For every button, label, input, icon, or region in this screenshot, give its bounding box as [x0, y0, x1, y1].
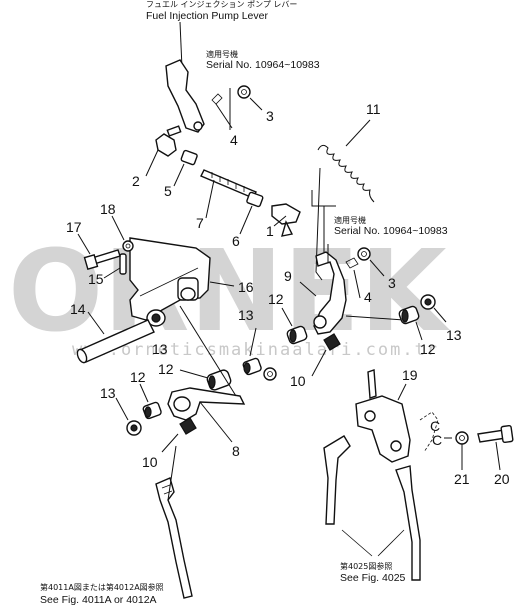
- callout-20: 20: [494, 471, 510, 487]
- right-bottom-assembly: [323, 369, 514, 581]
- callout-13-mid: 13: [238, 307, 254, 323]
- part-15-pin: [119, 253, 127, 275]
- callout-21: 21: [454, 471, 470, 487]
- callout-12-lower: 12: [158, 361, 174, 377]
- callout-10-right: 10: [290, 373, 306, 389]
- part-10-grease-fitting-lower: [179, 417, 197, 435]
- callout-4-top: 4: [230, 132, 238, 148]
- callout-1: 1: [266, 223, 274, 239]
- callout-12-right: 12: [420, 341, 436, 357]
- fuel-injection-pump-lever-group: [165, 21, 263, 133]
- callout-2: 2: [132, 173, 140, 189]
- callout-12-mid: 12: [268, 291, 284, 307]
- part-6-nut: [246, 191, 264, 208]
- callout-4-right: 4: [364, 289, 372, 305]
- callout-8: 8: [232, 443, 240, 459]
- part-7-rod: [200, 169, 257, 199]
- watermark-url: www.orneticsmakinaalari.com.tr: [72, 340, 439, 360]
- callout-19: 19: [402, 367, 418, 383]
- note-serial2-jp: 適用号機: [334, 215, 366, 225]
- callout-14: 14: [70, 301, 86, 317]
- callout-15: 15: [88, 271, 104, 287]
- watermark-brand: ORNEK: [8, 227, 451, 357]
- part-hex-nut: [263, 367, 277, 381]
- callout-11: 11: [366, 101, 381, 117]
- callout-7: 7: [196, 215, 204, 231]
- callout-9: 9: [284, 268, 292, 284]
- part-18-washer: [122, 240, 134, 252]
- right-linkage: [299, 167, 405, 377]
- part-3-nut-top: [237, 85, 251, 99]
- callout-17: 17: [66, 219, 82, 235]
- lower-lever-assembly: [115, 305, 277, 599]
- bracket-assembly: [76, 215, 235, 364]
- callout-5: 5: [164, 183, 172, 199]
- cable-lower-right-b: [395, 465, 421, 581]
- part-9-lever: [313, 251, 347, 335]
- part-4-washer-right: [345, 257, 359, 269]
- note-top-en: Fuel Injection Pump Lever: [146, 10, 268, 22]
- callouts: 3 4 11 2 5 7 6 1 17 18 15 16 9 3 4 12 14…: [66, 101, 510, 487]
- note-serial2-en: Serial No. 10964~10983: [334, 225, 448, 237]
- callout-13-left: 13: [100, 385, 116, 401]
- part-5-nut: [180, 149, 198, 166]
- notes: フュエル インジェクション ポンプ レバー Fuel Injection Pum…: [40, 0, 448, 606]
- callout-3-top: 3: [266, 108, 274, 124]
- note-bottom-right-jp: 第4025図参照: [340, 561, 392, 571]
- part-2-ball-joint: [155, 133, 177, 157]
- part-8-lever: [167, 387, 246, 421]
- note-bottom-right-en: See Fig. 4025: [340, 572, 406, 584]
- pump-lever-part: [165, 59, 205, 133]
- part-11-spring: [317, 119, 375, 203]
- callout-C-2: C: [432, 432, 442, 448]
- rod-assembly: [145, 125, 301, 237]
- right-bushings: [281, 294, 447, 345]
- callout-13-lower: 13: [152, 341, 168, 357]
- part-16-bracket: [129, 237, 211, 321]
- note-serial1-en: Serial No. 10964~10983: [206, 59, 320, 71]
- watermark: ORNEK www.orneticsmakinaalari.com.tr: [8, 227, 451, 360]
- part-21-washer: [455, 431, 469, 445]
- callout-3-right: 3: [388, 275, 396, 291]
- note-bottom-left-en: See Fig. 4011A or 4012A: [40, 594, 157, 606]
- cable-lower-left: [155, 477, 193, 599]
- part-4-washer-top: [211, 93, 223, 105]
- note-top-jp: フュエル インジェクション ポンプ レバー: [146, 0, 297, 9]
- part-1-ball-joint: [271, 203, 301, 225]
- part-10-grease-fitting-right: [323, 333, 341, 351]
- callout-13-right: 13: [446, 327, 462, 343]
- callout-6: 6: [232, 233, 240, 249]
- note-bottom-left-jp: 第4011A図または第4012A図参照: [40, 582, 164, 592]
- part-3-nut-right: [357, 247, 371, 261]
- callout-C-1: C: [430, 418, 440, 434]
- callout-12-left: 12: [130, 369, 146, 385]
- cable-lower-right-a: [323, 435, 351, 525]
- callout-16: 16: [238, 279, 254, 295]
- part-19-joint-block: [355, 395, 411, 463]
- callout-18: 18: [100, 201, 116, 217]
- note-serial1-jp: 適用号機: [206, 49, 238, 59]
- callout-10-lower: 10: [142, 454, 158, 470]
